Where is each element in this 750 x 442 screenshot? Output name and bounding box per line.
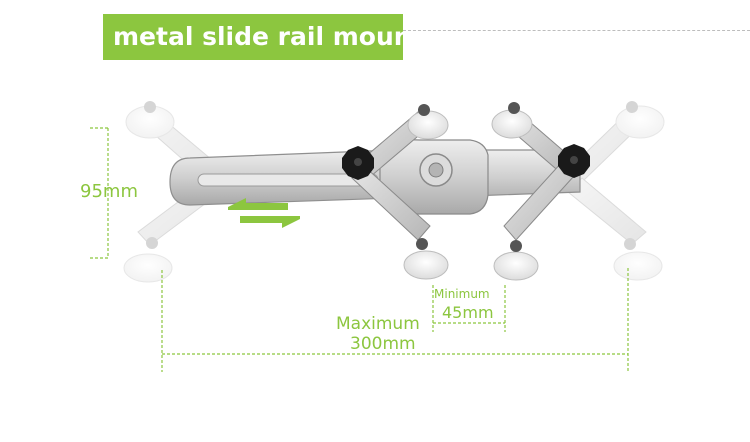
right-arm-set bbox=[491, 102, 575, 281]
ghost-arms bbox=[123, 101, 665, 283]
left-knob-icon bbox=[342, 146, 374, 180]
screw-icon bbox=[418, 104, 430, 116]
minimum-value: 45mm bbox=[442, 303, 494, 322]
height-dimension-line bbox=[90, 127, 110, 259]
screw-icon bbox=[416, 238, 428, 250]
height-label: 95mm bbox=[80, 181, 138, 202]
slide-direction-icon bbox=[228, 198, 300, 228]
maximum-dimension-line bbox=[161, 268, 629, 372]
screw-icon bbox=[508, 102, 520, 114]
section-title: metal slide rail mount bbox=[103, 14, 424, 60]
minimum-label: Minimum bbox=[434, 287, 490, 301]
title-divider bbox=[403, 30, 750, 31]
right-knob-icon bbox=[558, 144, 590, 178]
maximum-label: Maximum bbox=[336, 314, 420, 334]
screw-icon bbox=[510, 240, 522, 252]
minimum-dimension-line bbox=[432, 285, 506, 332]
maximum-value: 300mm bbox=[350, 334, 416, 354]
